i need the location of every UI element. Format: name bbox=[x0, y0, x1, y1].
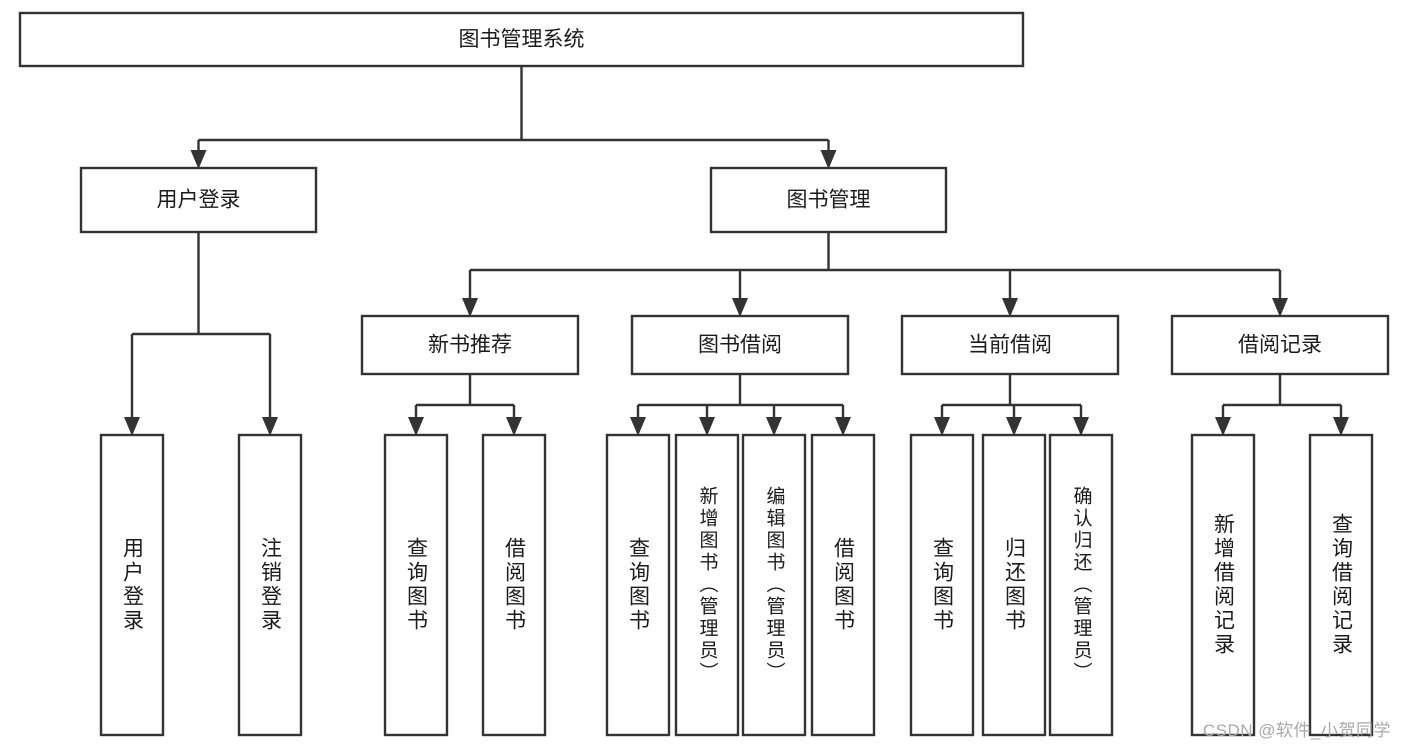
arrow-head-icon bbox=[699, 417, 715, 436]
node-leaf-7[interactable] bbox=[810, 433, 876, 737]
node-root[interactable] bbox=[18, 11, 1025, 68]
arrow-head-icon bbox=[462, 298, 478, 317]
arrow-head-icon bbox=[732, 298, 748, 317]
node-level3-3[interactable] bbox=[1170, 314, 1390, 376]
arrow-head-icon bbox=[1006, 417, 1022, 436]
node-leaf-9[interactable] bbox=[981, 433, 1047, 737]
arrow-head-icon bbox=[820, 150, 837, 169]
node-level3-label-0: 新书推荐 bbox=[428, 334, 512, 357]
arrow-head-icon bbox=[506, 417, 522, 436]
node-leaf-2[interactable] bbox=[383, 433, 449, 737]
node-level2-0[interactable] bbox=[79, 166, 318, 234]
node-leaf-12[interactable] bbox=[1308, 433, 1374, 737]
node-leaf-6[interactable] bbox=[741, 433, 807, 737]
node-leaf-0[interactable] bbox=[99, 433, 165, 737]
arrow-head-icon bbox=[1333, 417, 1349, 436]
watermark-text: CSDN @软件_小贺同学 bbox=[1202, 721, 1391, 740]
node-level3-label-3: 借阅记录 bbox=[1238, 334, 1322, 357]
node-leaf-5[interactable] bbox=[674, 433, 740, 737]
node-level2-label-1: 图书管理 bbox=[787, 189, 871, 212]
arrow-head-icon bbox=[1073, 417, 1089, 436]
node-level2-1[interactable] bbox=[709, 166, 948, 234]
node-leaf-10[interactable] bbox=[1048, 433, 1114, 737]
node-box-layer bbox=[18, 11, 1390, 737]
node-root-label: 图书管理系统 bbox=[459, 28, 585, 51]
arrow-head-icon bbox=[124, 417, 140, 436]
node-leaf-11[interactable] bbox=[1190, 433, 1256, 737]
arrow-head-icon bbox=[630, 417, 646, 436]
arrow-head-icon bbox=[766, 417, 782, 436]
node-leaf-4[interactable] bbox=[605, 433, 671, 737]
node-leaf-3[interactable] bbox=[481, 433, 547, 737]
arrow-head-icon bbox=[1002, 298, 1018, 317]
node-leaf-8[interactable] bbox=[909, 433, 975, 737]
node-level3-2[interactable] bbox=[900, 314, 1120, 376]
arrow-head-icon bbox=[1272, 298, 1288, 317]
arrow-head-icon bbox=[190, 150, 207, 169]
node-level3-label-2: 当前借阅 bbox=[968, 334, 1052, 357]
node-level3-label-1: 图书借阅 bbox=[698, 334, 782, 357]
node-leaf-1[interactable] bbox=[237, 433, 303, 737]
arrow-head-icon bbox=[835, 417, 851, 436]
arrow-head-icon bbox=[262, 417, 278, 436]
arrow-head-icon bbox=[934, 417, 950, 436]
node-level2-label-0: 用户登录 bbox=[157, 189, 241, 212]
node-level3-0[interactable] bbox=[360, 314, 580, 376]
node-level3-1[interactable] bbox=[630, 314, 850, 376]
connector-layer bbox=[124, 66, 1349, 436]
arrow-head-icon bbox=[408, 417, 424, 436]
arrow-head-icon bbox=[1215, 417, 1231, 436]
